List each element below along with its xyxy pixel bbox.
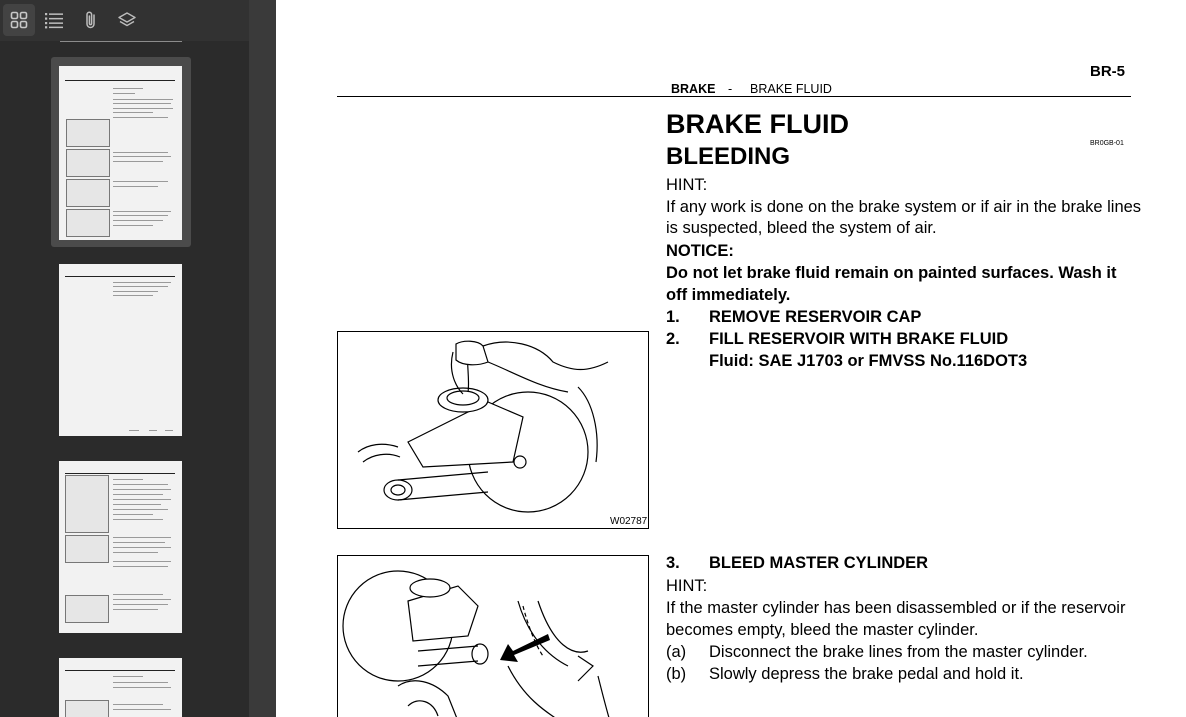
notice-label: NOTICE: — [666, 242, 734, 260]
outline-view-button[interactable] — [38, 4, 70, 36]
figure-bleed-master-cylinder — [337, 555, 649, 717]
substep-number: (b) — [666, 665, 687, 683]
fluid-spec: Fluid: SAE J1703 or FMVSS No.116DOT3 — [709, 352, 1028, 370]
page-thumbnail-1[interactable] — [51, 57, 191, 247]
figure-fill-reservoir: W02787 — [337, 331, 649, 529]
step-text: REMOVE RESERVOIR CAP — [709, 308, 922, 326]
sidebar-toolbar — [0, 0, 249, 41]
step-number: 2. — [666, 330, 680, 348]
page-title: BRAKE FLUID — [666, 109, 849, 139]
page-thumbnail-2[interactable] — [51, 257, 191, 443]
outline-list-icon — [45, 13, 63, 29]
thumbnails-icon — [10, 11, 28, 29]
hint-text-line: is suspected, bleed the system of air. — [666, 219, 937, 237]
sidebar-resize-gutter[interactable] — [249, 0, 276, 717]
sidebar-divider — [60, 41, 182, 42]
substep-number: (a) — [666, 643, 687, 661]
hint-text-line: If the master cylinder has been disassem… — [666, 599, 1126, 617]
header-separator: - — [728, 82, 733, 96]
page-thumbnail-image — [59, 66, 182, 240]
doc-code: BR0GB-01 — [1090, 140, 1124, 147]
hint-label: HINT: — [666, 176, 708, 194]
page-number: BR-5 — [1090, 63, 1126, 80]
layers-view-button[interactable] — [111, 4, 143, 36]
step-text: FILL RESERVOIR WITH BRAKE FLUID — [709, 330, 1009, 348]
page-thumbnail-image — [59, 264, 182, 436]
thumbnails-view-button[interactable] — [3, 4, 35, 36]
figure-code: W02787 — [610, 516, 648, 527]
layers-icon — [118, 12, 136, 27]
master-cylinder-illustration — [342, 570, 610, 717]
page-thumbnail-image — [59, 658, 182, 717]
page-thumbnail-4[interactable] — [51, 650, 191, 717]
attachments-view-button[interactable] — [75, 4, 107, 36]
step-text: BLEED MASTER CYLINDER — [709, 554, 929, 572]
section-title: BLEEDING — [666, 143, 791, 170]
hint-text-line: If any work is done on the brake system … — [666, 198, 1142, 216]
reservoir-illustration: W02787 — [357, 340, 648, 527]
step-number: 1. — [666, 308, 680, 326]
substep-text: Slowly depress the brake pedal and hold … — [709, 665, 1024, 683]
notice-text-line: off immediately. — [666, 286, 791, 304]
step-number: 3. — [666, 554, 680, 572]
thumbnail-sidebar — [0, 0, 249, 717]
hint-text-line: becomes empty, bleed the master cylinder… — [666, 621, 979, 639]
page-thumbnail-image — [59, 461, 182, 633]
substep-text: Disconnect the brake lines from the mast… — [709, 643, 1088, 661]
header-subsection: BRAKE FLUID — [750, 82, 832, 96]
notice-text-line: Do not let brake fluid remain on painted… — [666, 264, 1117, 282]
header-rule — [337, 96, 1131, 97]
document-page: BR-5 BRAKE - BRAKE FLUID BRAKE FLUID BLE… — [276, 0, 1186, 717]
hint-label: HINT: — [666, 577, 708, 595]
page-thumbnail-3[interactable] — [51, 454, 191, 640]
attachment-icon — [86, 11, 95, 29]
header-section: BRAKE — [671, 82, 716, 96]
